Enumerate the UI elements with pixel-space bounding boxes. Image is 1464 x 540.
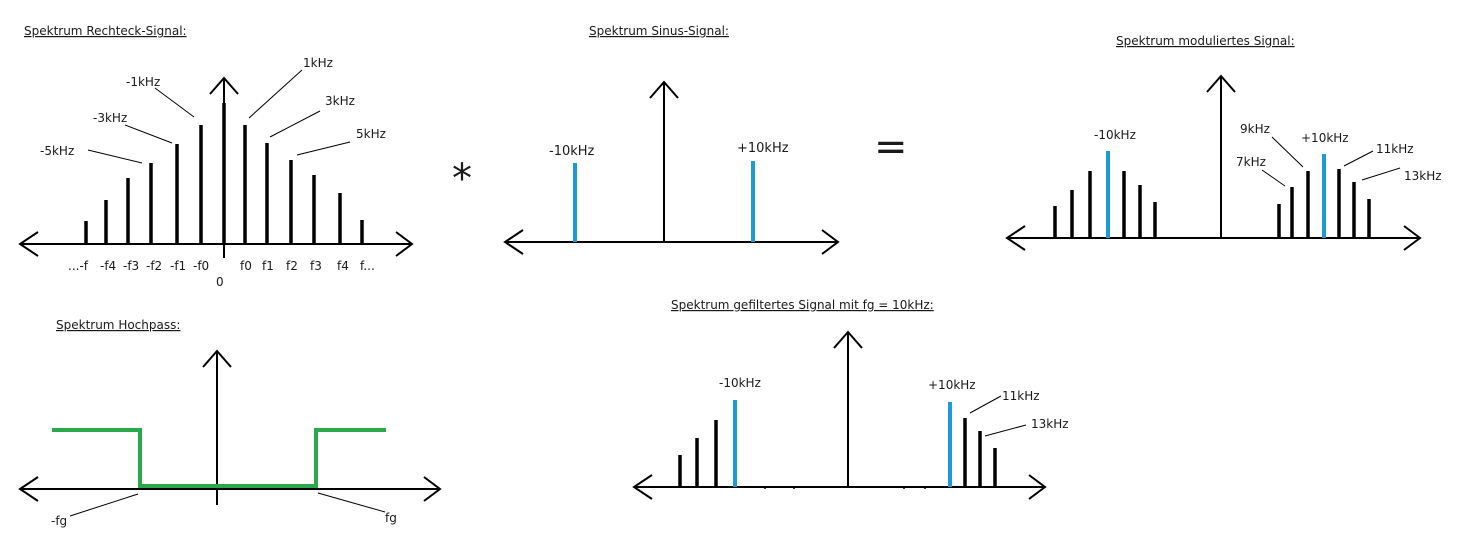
tick-label: f2 bbox=[286, 259, 298, 273]
rect-spectral-lines bbox=[84, 103, 364, 244]
tick-label: -f1 bbox=[170, 259, 186, 273]
title-mod-spectrum: Spektrum moduliertes Signal: bbox=[1116, 34, 1295, 48]
sinus-carrier-lines bbox=[573, 161, 755, 242]
tick-label: f0 bbox=[240, 259, 252, 273]
filt-residual-ticks bbox=[764, 486, 926, 489]
label-minus-5khz: -5kHz bbox=[40, 144, 74, 158]
rect-axis-tick-labels: ...-f -f4 -f3 -f2 -f1 -f0 f0 f1 f2 f3 f4… bbox=[68, 259, 375, 289]
label-minus-1khz: -1kHz bbox=[126, 75, 160, 89]
tick-label: -f0 bbox=[193, 259, 209, 273]
label-mod-9khz: 9kHz bbox=[1240, 122, 1270, 136]
label-mod-13khz: 13kHz bbox=[1404, 169, 1442, 183]
panel-sinus-spectrum bbox=[503, 80, 840, 255]
highpass-transfer-curve bbox=[52, 428, 386, 488]
mod-axes bbox=[1005, 74, 1422, 251]
title-filtered-spectrum: Spektrum gefiltertes Signal mit fg = 10k… bbox=[671, 298, 934, 312]
filt-carrier-lines bbox=[733, 400, 952, 487]
label-filt-minus-10khz: -10kHz bbox=[719, 376, 761, 390]
mod-carrier-lines bbox=[1106, 151, 1326, 238]
tick-label: -f2 bbox=[146, 259, 162, 273]
tick-label: f3 bbox=[310, 259, 322, 273]
tick-label-zero: 0 bbox=[216, 275, 224, 289]
label-sinus-plus-10khz: +10kHz bbox=[737, 141, 789, 156]
title-highpass-spectrum: Spektrum Hochpass: bbox=[56, 318, 180, 332]
tick-label: -f4 bbox=[100, 259, 116, 273]
tick-label: f4 bbox=[337, 259, 349, 273]
rect-leader-lines bbox=[87, 69, 351, 164]
tick-label: -f3 bbox=[123, 259, 139, 273]
tick-label: f... bbox=[360, 259, 375, 273]
hp-axes bbox=[18, 349, 442, 505]
mod-sideband-lines bbox=[1053, 169, 1371, 238]
panel-highpass-spectrum bbox=[18, 349, 442, 517]
equals-operator: = bbox=[874, 124, 908, 170]
label-minus-fg: -fg bbox=[51, 514, 67, 528]
mod-leader-lines bbox=[1261, 136, 1401, 187]
multiply-operator: * bbox=[452, 156, 472, 202]
label-plus-5khz: 5kHz bbox=[356, 127, 386, 141]
label-minus-3khz: -3kHz bbox=[93, 111, 127, 125]
label-plus-1khz: 1kHz bbox=[303, 56, 333, 70]
filt-axes bbox=[632, 330, 1047, 500]
label-sinus-minus-10khz: -10kHz bbox=[549, 144, 595, 159]
filt-sideband-lines bbox=[678, 418, 997, 487]
tick-label: f1 bbox=[262, 259, 274, 273]
label-filt-13khz: 13kHz bbox=[1031, 417, 1069, 431]
label-mod-minus-10khz: -10kHz bbox=[1094, 128, 1136, 142]
panel-filtered-spectrum bbox=[632, 330, 1047, 500]
filt-leader-lines bbox=[969, 395, 1027, 437]
label-mod-11khz: 11kHz bbox=[1376, 142, 1414, 156]
panel-rect-spectrum bbox=[18, 69, 414, 258]
title-rect-spectrum: Spektrum Rechteck-Signal: bbox=[24, 24, 187, 38]
label-mod-7khz: 7kHz bbox=[1236, 155, 1266, 169]
label-filt-plus-10khz: +10kHz bbox=[928, 378, 976, 392]
tick-label: ...-f bbox=[68, 259, 89, 273]
hp-leader-lines bbox=[69, 492, 386, 517]
label-filt-11khz: 11kHz bbox=[1002, 389, 1040, 403]
title-sinus-spectrum: Spektrum Sinus-Signal: bbox=[589, 24, 729, 38]
sinus-axes bbox=[503, 80, 840, 255]
label-plus-3khz: 3kHz bbox=[325, 94, 355, 108]
label-fg: fg bbox=[385, 511, 397, 525]
label-mod-plus-10khz: +10kHz bbox=[1301, 131, 1349, 145]
panel-mod-spectrum bbox=[1005, 74, 1422, 251]
